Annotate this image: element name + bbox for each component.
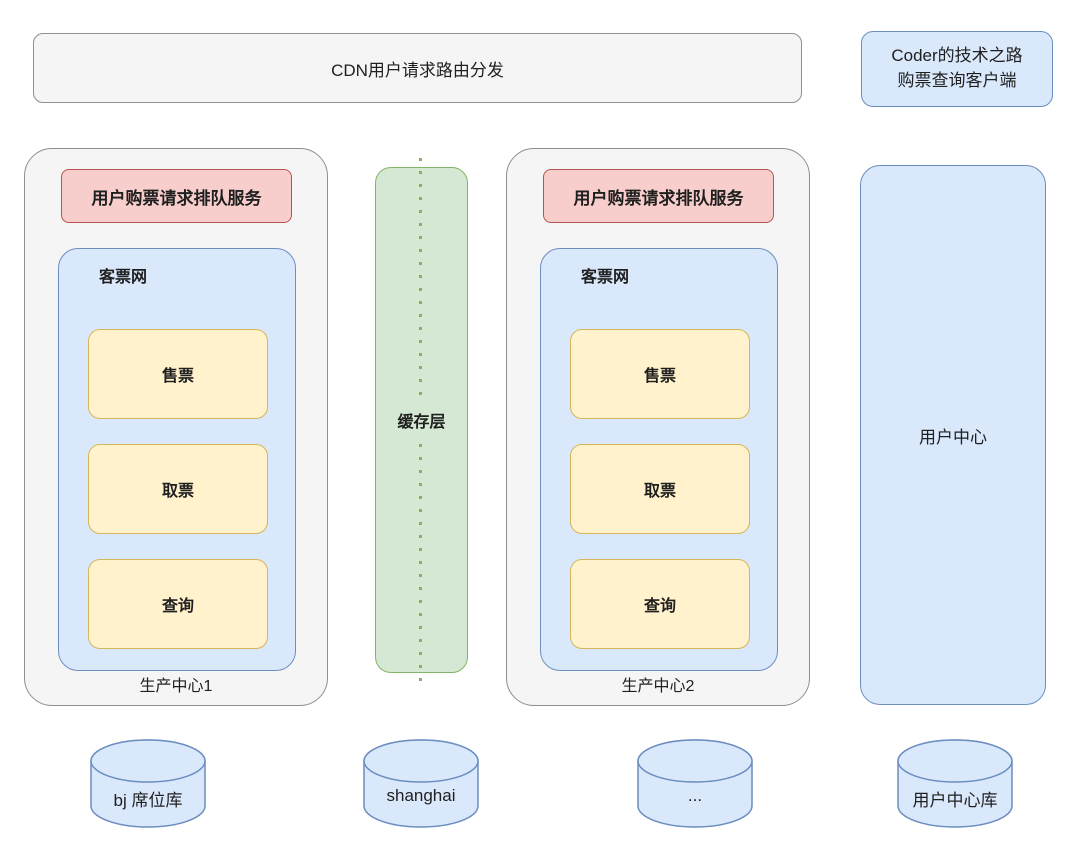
- ticket-site-label: 客票网: [99, 269, 148, 286]
- service-label: 查询: [643, 598, 676, 615]
- cdn-routing-box: CDN用户请求路由分发: [33, 33, 802, 103]
- user-center-label: 用户中心: [919, 427, 987, 447]
- database-icon: [363, 739, 479, 828]
- production-center-2: 用户购票请求排队服务 客票网 售票 取票 查询 生产中心2: [506, 148, 810, 706]
- database-icon: [90, 739, 206, 828]
- ticket-site-box: 客票网 售票 取票 查询: [58, 248, 296, 671]
- cache-dotted-line: [419, 158, 422, 686]
- client-label-line2: 购票查询客户端: [897, 71, 1017, 90]
- cdn-routing-label: CDN用户请求路由分发: [331, 60, 504, 80]
- queue-service-box: 用户购票请求排队服务: [61, 169, 292, 223]
- service-label: 取票: [643, 483, 676, 500]
- queue-service-box: 用户购票请求排队服务: [543, 169, 774, 223]
- service-label: 售票: [643, 368, 676, 385]
- database-icon: [637, 739, 753, 828]
- database-cylinder-shanghai: shanghai: [361, 738, 481, 830]
- queue-service-label: 用户购票请求排队服务: [573, 188, 744, 208]
- production-center-label: 生产中心2: [621, 678, 695, 695]
- production-center-label: 生产中心1: [139, 678, 213, 695]
- service-label: 取票: [161, 483, 194, 500]
- database-cylinder-bj: bj 席位库: [88, 738, 208, 830]
- database-icon: [897, 739, 1013, 828]
- service-box-query: 查询: [570, 559, 750, 649]
- service-box-sell: 售票: [570, 329, 750, 419]
- database-label: bj 席位库: [113, 791, 183, 810]
- ticket-site-label: 客票网: [581, 269, 630, 286]
- service-box-query: 查询: [88, 559, 268, 649]
- service-box-pickup: 取票: [88, 444, 268, 534]
- database-cylinder-usercenter: 用户中心库: [895, 738, 1015, 830]
- database-label: ...: [687, 786, 703, 805]
- database-cylinder-other: ...: [635, 738, 755, 830]
- ticket-site-box: 客票网 售票 取票 查询: [540, 248, 778, 671]
- service-label: 查询: [161, 598, 194, 615]
- database-label: 用户中心库: [912, 791, 998, 810]
- database-label: shanghai: [386, 786, 456, 805]
- service-box-sell: 售票: [88, 329, 268, 419]
- client-box: Coder的技术之路 购票查询客户端: [861, 31, 1053, 107]
- service-box-pickup: 取票: [570, 444, 750, 534]
- user-center-box: 用户中心: [860, 165, 1046, 705]
- service-label: 售票: [161, 368, 194, 385]
- production-center-1: 用户购票请求排队服务 客票网 售票 取票 查询 生产中心1: [24, 148, 328, 706]
- client-label-line1: Coder的技术之路: [891, 46, 1023, 66]
- queue-service-label: 用户购票请求排队服务: [91, 188, 262, 208]
